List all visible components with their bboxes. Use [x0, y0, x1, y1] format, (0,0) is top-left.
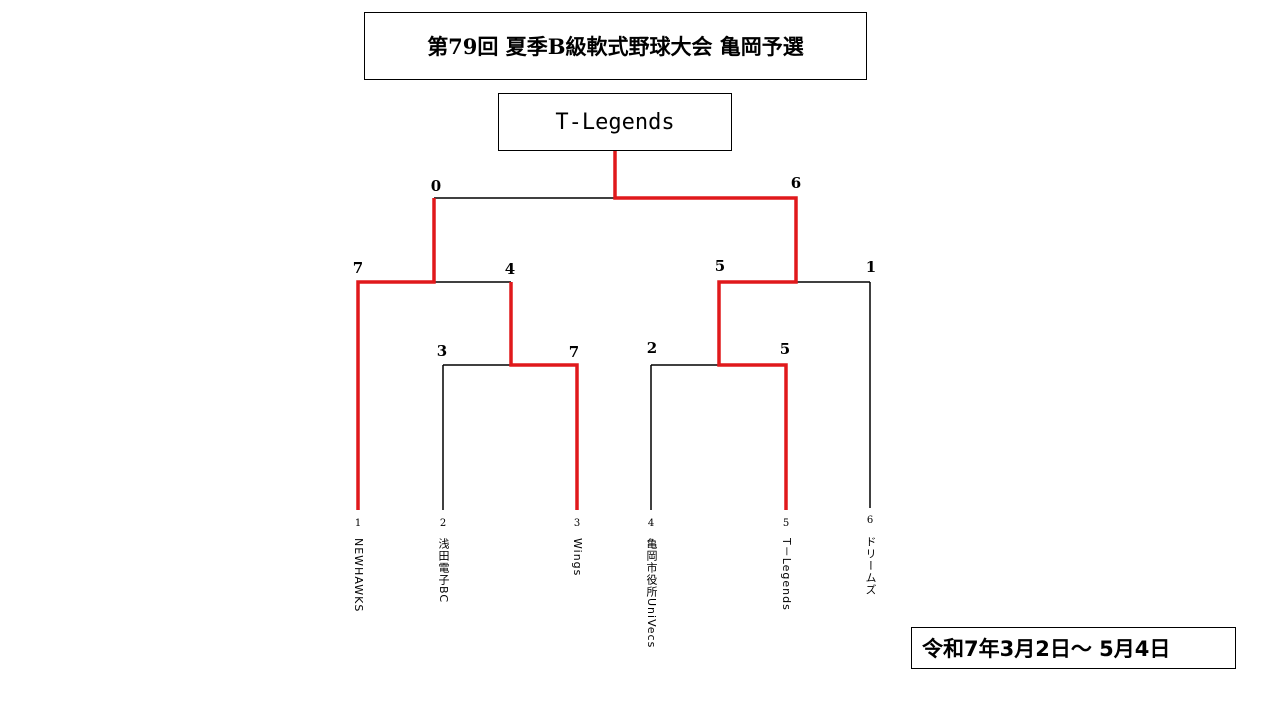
seed-1: 1 [354, 518, 362, 529]
champion-box: T-Legends [498, 93, 732, 151]
seed-6: 6 [866, 515, 874, 526]
seed-3: 3 [573, 518, 581, 529]
score-r1-team5: 5 [780, 340, 790, 358]
score-r1-team2: 3 [437, 342, 447, 360]
winner-paths [356, 151, 798, 510]
team-name-6: ドリームズ [864, 536, 877, 596]
tournament-title: 第79回 夏季B級軟式野球大会 亀岡予選 [364, 12, 867, 80]
score-r1-team3: 7 [569, 343, 579, 361]
score-semi-left-1: 7 [353, 259, 363, 277]
team-name-3: Wings [571, 538, 584, 577]
winner-path-team3 [509, 282, 579, 510]
team-name-1: NEWHAWKS [352, 538, 365, 613]
score-semi-right-45: 5 [715, 257, 725, 275]
scores: 0 6 7 4 5 1 3 7 2 5 [353, 174, 876, 361]
score-semi-right-6: 1 [866, 258, 876, 276]
seed-4: 4 [647, 518, 655, 529]
seed-5: 5 [782, 518, 790, 529]
winner-path-team1 [356, 198, 436, 510]
team-name-5: T－Legends [780, 538, 793, 611]
score-final-left: 0 [431, 177, 441, 195]
score-r1-team4: 2 [647, 339, 657, 357]
score-final-right: 6 [791, 174, 801, 192]
team-name-4: 亀岡市役所UniVecs [645, 538, 658, 649]
seed-2: 2 [439, 518, 447, 529]
date-range: 令和7年3月2日～ 5月4日 [911, 627, 1236, 669]
team-name-2: 浅田電子BC [437, 538, 450, 604]
winner-path-team5 [613, 151, 798, 510]
score-semi-left-23: 4 [505, 260, 515, 278]
